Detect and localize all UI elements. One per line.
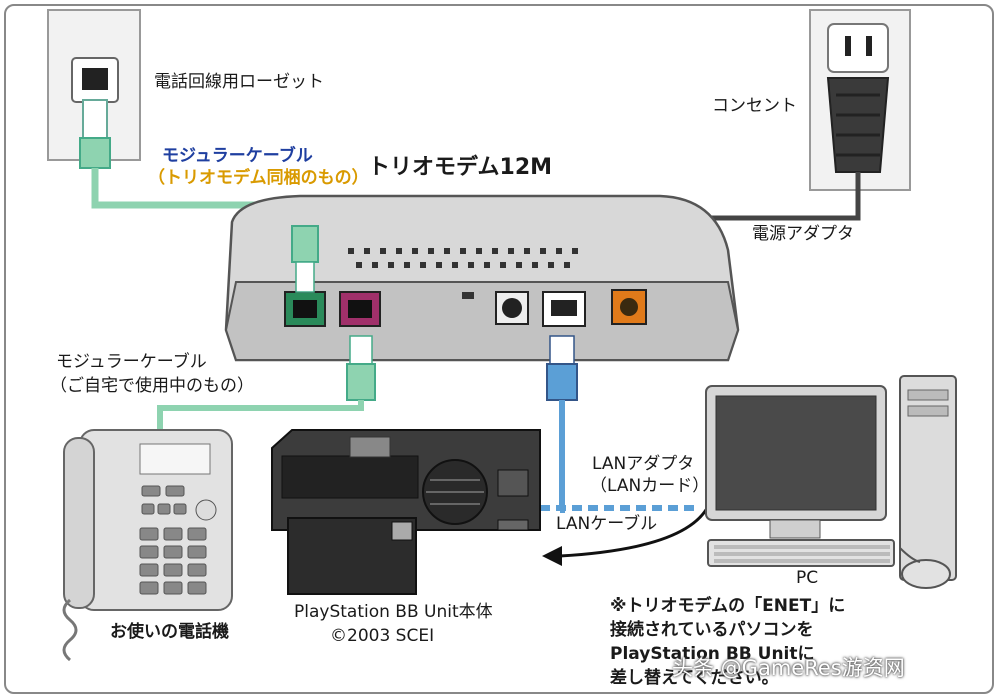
modular-cable-1-label: モジュラーケーブル [162, 146, 313, 166]
outlet-label: コンセント [712, 96, 797, 116]
lan-adapter-label: LANアダプタ [592, 454, 695, 474]
note-line-2: 接続されているパソコンを [610, 620, 814, 640]
modular-cable-2-label: モジュラーケーブル [56, 352, 207, 372]
personal-computer [705, 375, 957, 589]
diagram-frame [4, 4, 994, 694]
pc-label: PC [796, 568, 819, 588]
copyright-label: ©2003 SCEI [330, 626, 435, 646]
note-line-1: ※トリオモデムの「ENET」に [610, 596, 846, 616]
telephone-label: お使いの電話機 [110, 622, 229, 642]
modular-cable-1-sub-label: （トリオモデム同梱のもの） [148, 168, 369, 188]
modular-cable-bottom [157, 335, 376, 432]
power-outlet [809, 9, 911, 191]
modem-name-label: トリオモデム12M [368, 155, 553, 180]
lan-card-label: （LANカード） [590, 476, 710, 496]
phone-outlet-label: 電話回線用ローゼット [154, 72, 324, 92]
note-line-3: PlayStation BB Unitに [610, 644, 815, 664]
telephone [62, 429, 233, 662]
phone-port-magenta [339, 291, 381, 327]
trio-modem-body [224, 194, 740, 362]
lan-cable-label: LANケーブル [556, 514, 658, 534]
lan-cable [540, 335, 700, 513]
playstation-bb-unit [271, 429, 541, 595]
modular-cable-2-sub-label: （ご自宅で使用中のもの） [50, 376, 254, 396]
note-line-4: 差し替えてください。 [610, 668, 779, 688]
ps-unit-label: PlayStation BB Unit本体 [294, 602, 493, 622]
power-adapter-label: 電源アダプタ [752, 224, 854, 244]
watermark: 头条 @GameRes游资网 [672, 656, 905, 680]
modem-line-plug [291, 225, 319, 263]
